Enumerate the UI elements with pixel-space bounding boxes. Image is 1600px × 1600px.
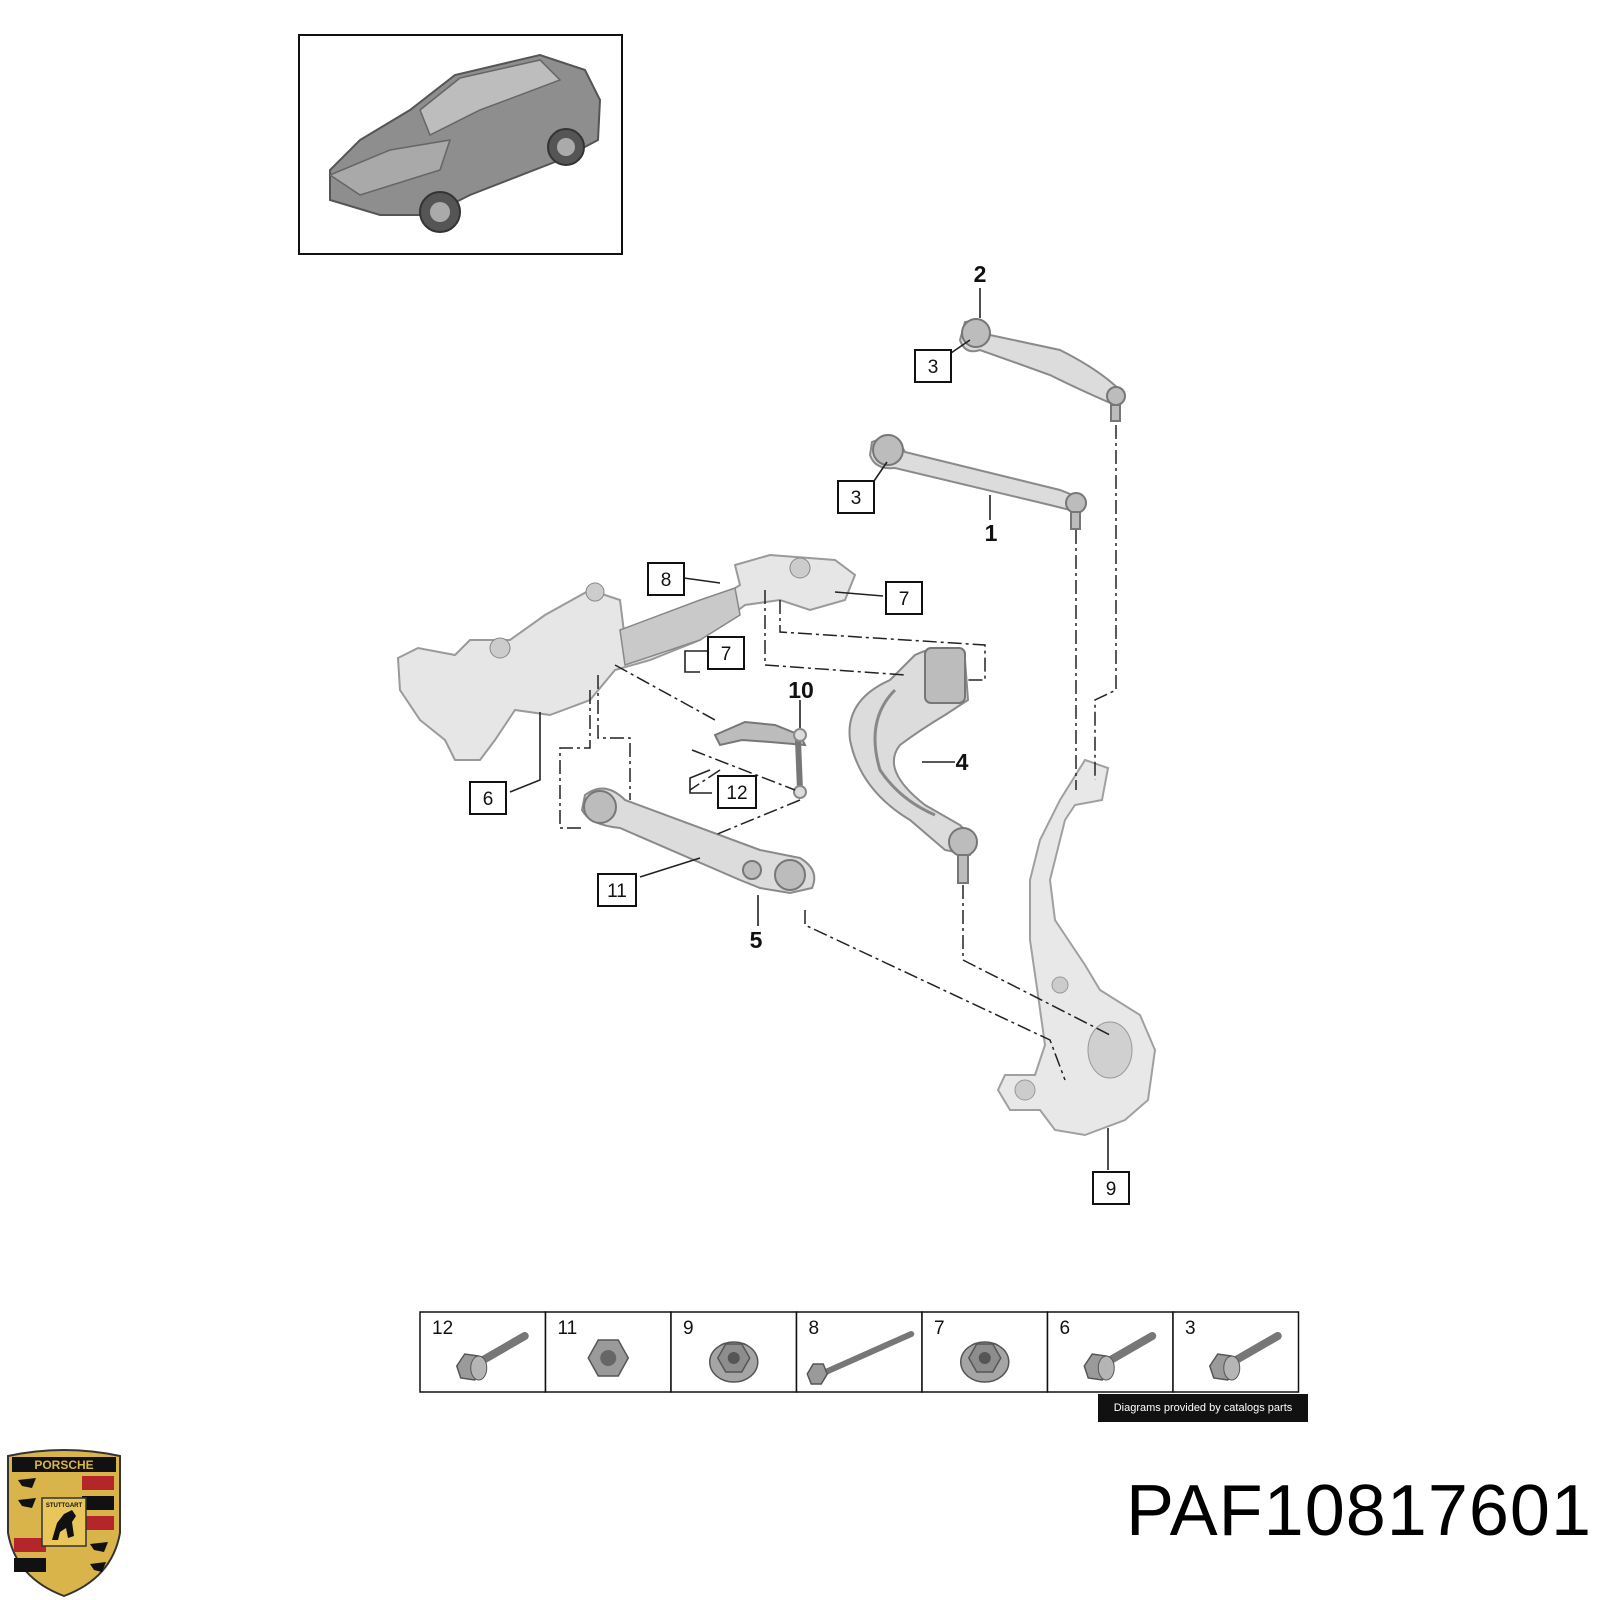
hex-nut-icon: [587, 1339, 630, 1377]
callout-7-upper: 7: [885, 581, 923, 615]
hardware-cell-label: 7: [934, 1318, 945, 1339]
callout-8: 8: [647, 562, 685, 596]
svg-text:11: 11: [607, 881, 627, 902]
part-label-1: 1: [985, 520, 998, 546]
hardware-cell-7: 7: [921, 1311, 1049, 1393]
upper-control-arm-1: [868, 434, 1087, 530]
callout-3-lower: 3: [837, 480, 875, 514]
part-number: PAF10817601: [1125, 1471, 1592, 1551]
hardware-cell-9: 9: [670, 1311, 798, 1393]
lower-wishbone-4: [848, 647, 978, 884]
hardware-cell-3: 3: [1172, 1311, 1300, 1393]
svg-text:3: 3: [851, 488, 862, 509]
part-label-5: 5: [750, 927, 763, 953]
hardware-cell-label: 3: [1185, 1318, 1196, 1339]
hardware-cell-6: 6: [1046, 1311, 1174, 1393]
hardware-cell-label: 12: [432, 1318, 453, 1339]
assembly-lines: [559, 425, 1117, 1081]
callout-9: 9: [1092, 1171, 1130, 1205]
vehicle-overview: [298, 34, 623, 255]
upper-control-arm-2: [958, 318, 1126, 422]
flange-nut-icon: [960, 1341, 1010, 1383]
hardware-cell-12: 12: [419, 1311, 547, 1393]
svg-text:7: 7: [721, 644, 732, 665]
svg-text:8: 8: [661, 570, 672, 591]
hardware-table: 12 11 9 8 7 6 3: [419, 1311, 1300, 1393]
hardware-cell-8: 8: [795, 1311, 923, 1393]
hardware-cell-label: 6: [1060, 1318, 1071, 1339]
leader-lines: [509, 288, 1109, 1170]
logo-badge-text: STUTTGART: [46, 1503, 83, 1509]
hardware-cell-11: 11: [544, 1311, 672, 1393]
suv-illustration: [328, 53, 602, 233]
svg-text:6: 6: [483, 789, 494, 810]
hardware-cell-label: 9: [683, 1318, 694, 1339]
long-bolt-icon: [806, 1331, 915, 1385]
flange-nut-icon: [709, 1341, 759, 1383]
flange-bolt-icon: [455, 1332, 529, 1381]
flange-bolt-icon: [1208, 1332, 1282, 1381]
callout-7-lower: 7: [707, 636, 745, 670]
credit-banner: Diagrams provided by catalogs parts: [1098, 1394, 1308, 1422]
callout-3-upper: 3: [914, 349, 952, 383]
callout-11: 11: [597, 873, 637, 907]
porsche-crest-logo: PORSCHE STUTTGART: [7, 1449, 121, 1598]
callout-12: 12: [717, 775, 757, 809]
svg-text:3: 3: [928, 357, 939, 378]
part-label-4: 4: [956, 749, 969, 775]
part-label-2: 2: [974, 261, 987, 287]
svg-text:9: 9: [1106, 1179, 1117, 1200]
svg-text:12: 12: [726, 783, 747, 804]
hardware-cell-label: 11: [558, 1318, 578, 1339]
lower-link-5: [580, 787, 816, 895]
flange-bolt-icon: [1083, 1332, 1157, 1381]
svg-text:7: 7: [899, 589, 910, 610]
part-label-10: 10: [788, 677, 814, 703]
sensor-link-10: [713, 720, 807, 799]
logo-top-text: PORSCHE: [34, 1458, 93, 1472]
callout-6: 6: [469, 781, 507, 815]
hardware-cell-label: 8: [809, 1318, 820, 1339]
wheel-carrier: [996, 758, 1157, 1137]
subframe: [396, 553, 857, 761]
